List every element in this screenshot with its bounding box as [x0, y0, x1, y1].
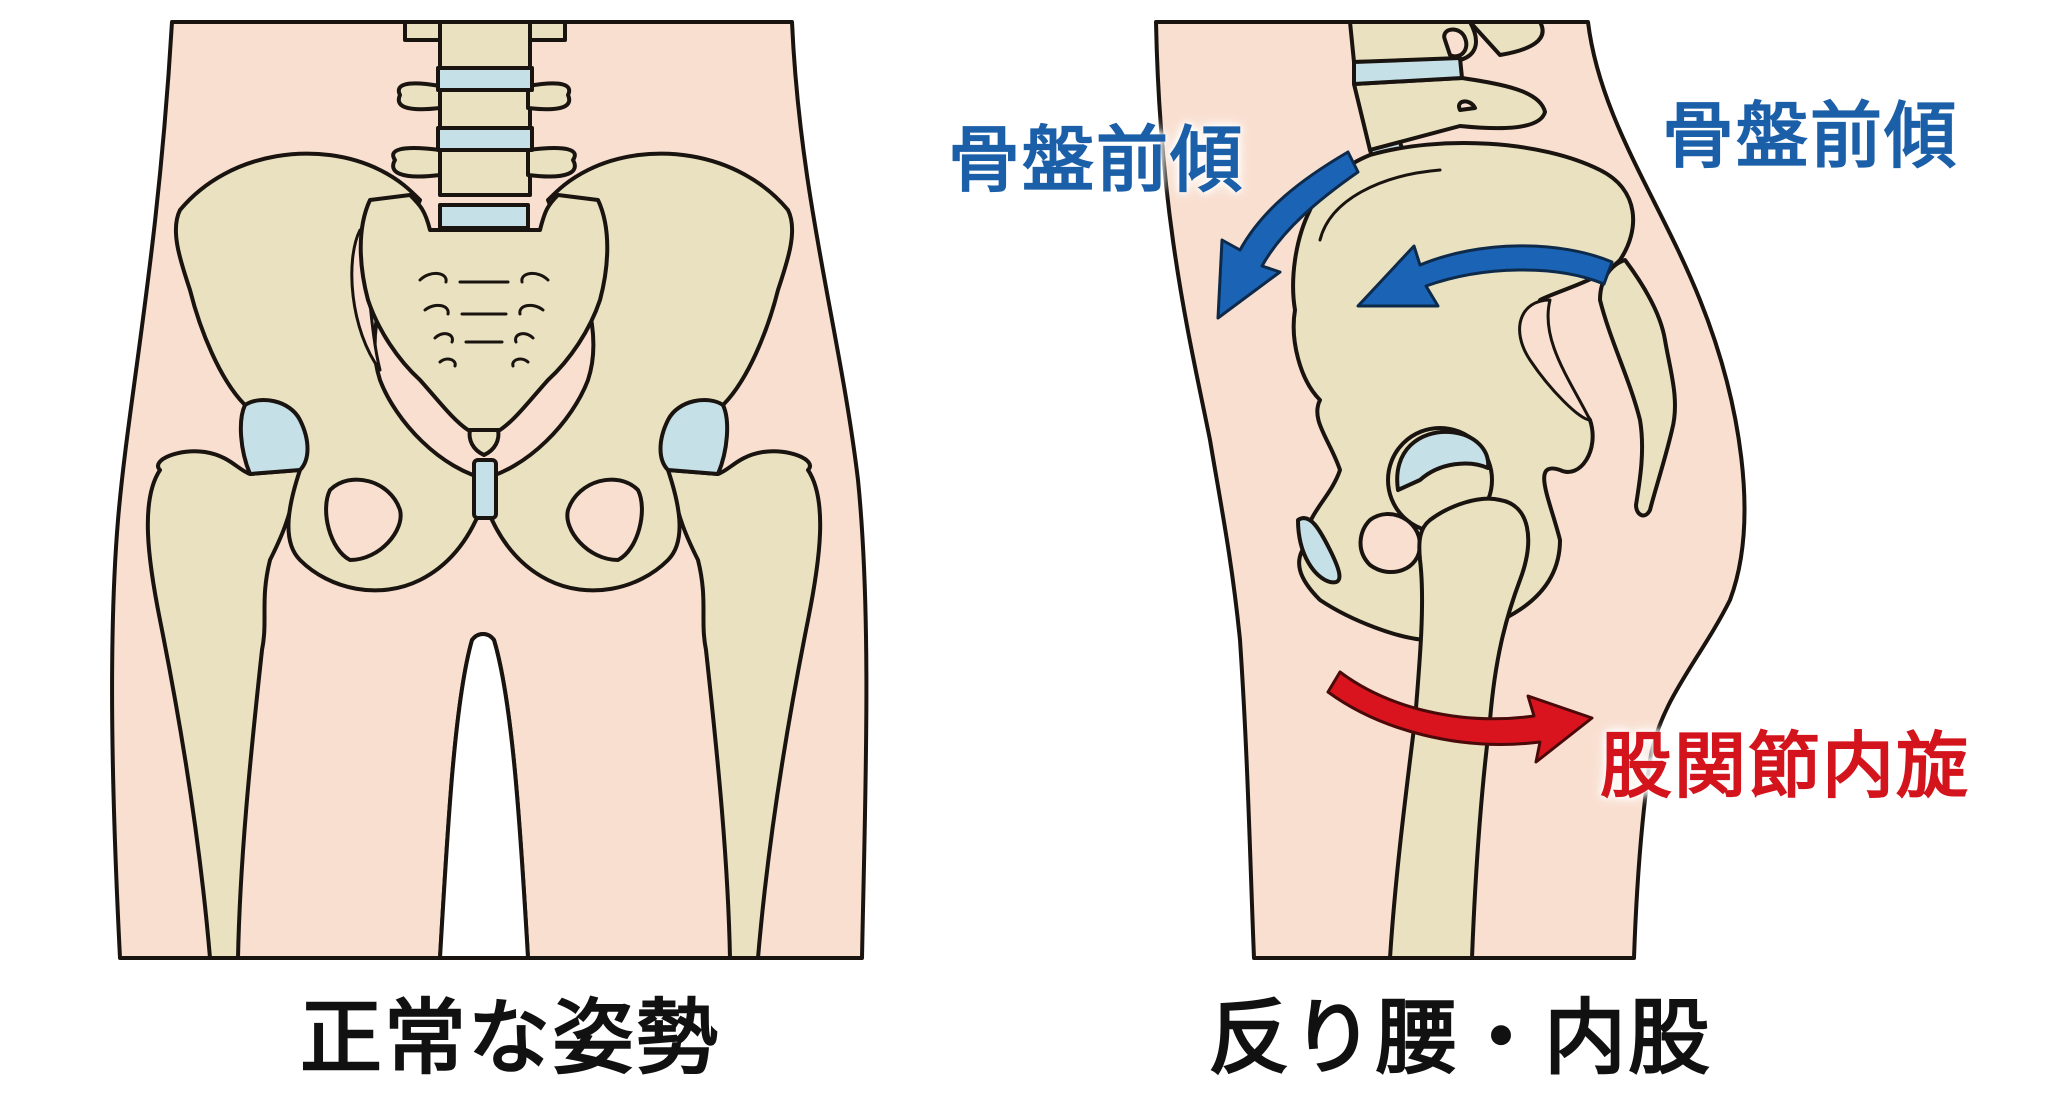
annotation-pelvic-anterior-tilt-front: 骨盤前傾	[948, 118, 1245, 202]
pubic-symphysis	[472, 458, 498, 520]
annotation-pelvic-anterior-tilt-back: 骨盤前傾	[1662, 94, 1959, 178]
intervertebral-discs	[436, 66, 534, 230]
femur-left	[145, 449, 302, 960]
lordosis-figure	[1154, 20, 1747, 960]
pelvis-right	[476, 151, 795, 593]
normal-posture-figure	[110, 20, 869, 960]
annotation-hip-internal-rotation: 股関節内旋	[1600, 724, 1971, 808]
acetabulum-cartilage	[1395, 429, 1491, 492]
pelvis-left	[173, 151, 492, 593]
hip-cartilage-left	[238, 398, 310, 476]
caption-lordosis-knock-knee: 反り腰・内股	[1208, 991, 1713, 1086]
femur-right	[666, 449, 823, 960]
arrow-pelvic-tilt-back	[1356, 244, 1614, 308]
caption-normal-posture: 正常な姿勢	[300, 991, 721, 1086]
sacrum-side	[1598, 258, 1677, 518]
lumbar-spine	[391, 20, 577, 197]
arrow-hip-internal-rotation	[1326, 670, 1594, 764]
hip-cartilage-right	[658, 398, 730, 476]
arrow-pelvic-tilt-front	[1216, 150, 1360, 320]
